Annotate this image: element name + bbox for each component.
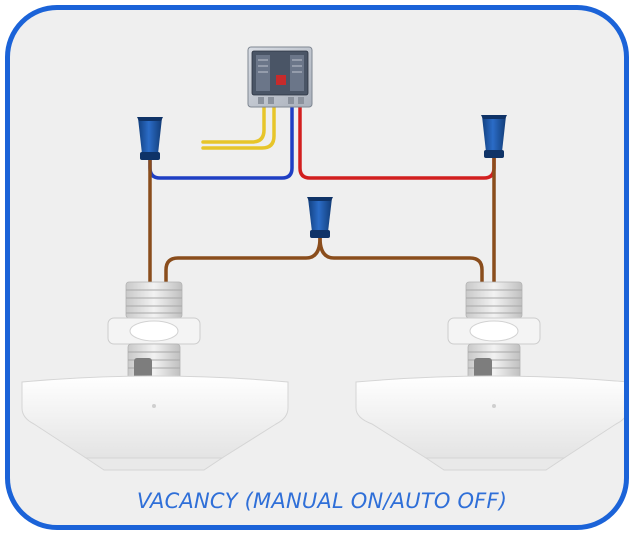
red-wire: [298, 102, 496, 180]
low-voltage-wires: [201, 102, 276, 150]
wire-nut-right: [481, 115, 507, 158]
diagram-frame: VACANCY (MANUAL ON/AUTO OFF): [5, 5, 629, 530]
ceiling-sensor-right: [355, 281, 624, 471]
power-pack: [247, 46, 313, 108]
wiring-diagram: [21, 46, 624, 471]
yellow-wire: [201, 102, 266, 144]
ceiling-sensor-left: [21, 281, 289, 471]
diagram-caption: VACANCY (MANUAL ON/AUTO OFF): [136, 489, 508, 513]
brown-wire-center-left: [164, 236, 322, 284]
yellow-wire: [201, 102, 276, 150]
wire-nut-left: [137, 117, 163, 160]
brown-wire-center-right: [318, 236, 484, 284]
wire-nut-center: [307, 197, 333, 238]
